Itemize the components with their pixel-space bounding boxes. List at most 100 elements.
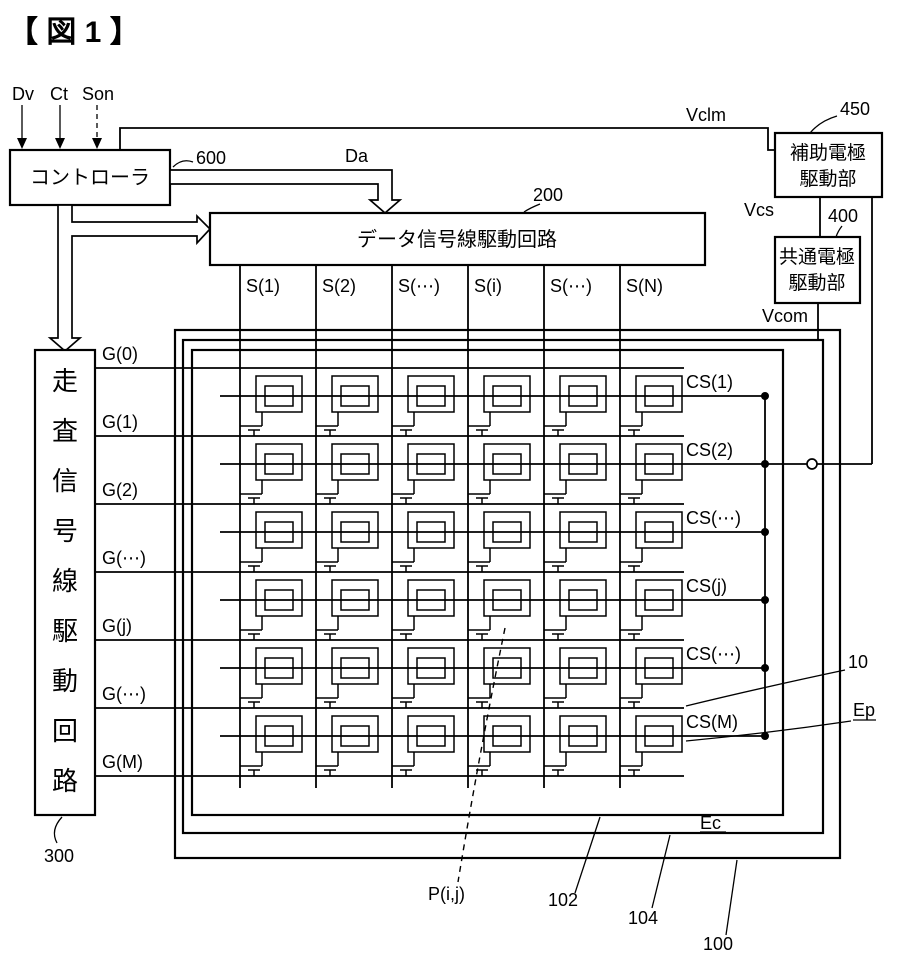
ref-400: 400 [828, 206, 858, 226]
source-line-label: S(2) [322, 276, 356, 296]
common-driver-label-1: 共通電極 [779, 246, 855, 268]
pixel-cell [543, 511, 607, 573]
common-driver-label-2: 駆動部 [788, 272, 845, 294]
pixel-cell [619, 715, 683, 777]
vcom-label: Vcom [762, 306, 808, 326]
source-line-label: S(N) [626, 276, 663, 296]
cs-junction-dot [761, 596, 769, 604]
ref-104-leader [651, 834, 671, 909]
cs-junction-dot [761, 460, 769, 468]
da-label: Da [345, 146, 369, 166]
cs-line-label: CS(1) [686, 372, 733, 392]
pixel-electrode-label: Ep [853, 700, 875, 720]
pixel-cell [315, 443, 379, 505]
gate-line-label: G(2) [102, 480, 138, 500]
pixel-cell [239, 443, 303, 505]
gate-line-label: G(0) [102, 344, 138, 364]
gate-line-label: G(M) [102, 752, 143, 772]
pixel-cell [315, 715, 379, 777]
ref-300-leader [53, 816, 63, 844]
pixel-cell [467, 443, 531, 505]
gate-line-label: G(1) [102, 412, 138, 432]
ref-100: 100 [703, 934, 733, 954]
pixel-cell [315, 511, 379, 573]
cs-line-label: CS(⋯) [686, 508, 741, 528]
pixel-callout-leader [457, 627, 506, 883]
cs-line-label: CS(⋯) [686, 644, 741, 664]
aux-driver-label-2: 駆動部 [799, 168, 856, 190]
panel-outline-102 [190, 348, 785, 817]
pixel-cell [467, 715, 531, 777]
gate-line-label: G(j) [102, 616, 132, 636]
cs-junction-dot [761, 664, 769, 672]
pixel-cell [239, 579, 303, 641]
cs-terminal-circle [806, 458, 818, 470]
ref-10-leader [685, 669, 846, 707]
cs-line-label: CS(M) [686, 712, 738, 732]
pixel-cell [619, 511, 683, 573]
ref-104: 104 [628, 908, 658, 928]
pixel-cell [391, 443, 455, 505]
source-line-label: S(i) [474, 276, 502, 296]
data-driver-label: データ信号線駆動回路 [357, 228, 557, 251]
dv-arrowhead [17, 138, 27, 149]
ep-leader [685, 720, 852, 742]
ref-400-leader [835, 225, 843, 238]
pixel-cell [391, 511, 455, 573]
controller-label: コントローラ [30, 167, 150, 189]
common-electrode-label: Ec [700, 813, 721, 833]
signal-ct-label: Ct [50, 84, 68, 104]
vcs-label: Vcs [744, 200, 774, 220]
pixel-cell [619, 375, 683, 437]
pixel-cell [467, 375, 531, 437]
ref-100-leader [725, 859, 738, 936]
pixel-cell [239, 375, 303, 437]
pixel-callout-label: P(i,j) [428, 884, 465, 904]
scan-driver-label: 走査信号線駆動回路 [52, 366, 78, 796]
ref-300: 300 [44, 846, 74, 866]
da-bus-arrow [169, 169, 403, 215]
source-lines: S(1) S(2) S(⋯) S(i) S(⋯) S(N) [239, 265, 663, 788]
pixel-cell [391, 579, 455, 641]
data-driver-box [208, 211, 707, 267]
gate-line-label: G(⋯) [102, 548, 146, 568]
pixel-cell [239, 647, 303, 709]
panel-outline-100 [173, 328, 842, 860]
controller-box [8, 148, 172, 207]
pixel-cell [467, 647, 531, 709]
pixel-cell [619, 443, 683, 505]
scan-driver-box [33, 348, 97, 817]
panel-outline-104 [181, 338, 825, 835]
ct-arrowhead [55, 138, 65, 149]
cs-line-label: CS(j) [686, 576, 727, 596]
pixel-cell [543, 715, 607, 777]
ref-200: 200 [533, 185, 563, 205]
pixel-cell [543, 579, 607, 641]
cs-junction-dot [761, 732, 769, 740]
cs-line-label: CS(2) [686, 440, 733, 460]
source-line-label: S(1) [246, 276, 280, 296]
ref-450-leader [809, 115, 838, 134]
pixel-cell [619, 579, 683, 641]
pixel-cell [239, 511, 303, 573]
aux-driver-box [773, 131, 884, 199]
vclm-wire [119, 127, 775, 151]
ref-102-leader [574, 816, 601, 894]
son-arrowhead [92, 138, 102, 149]
pixel-cell [543, 443, 607, 505]
vclm-label: Vclm [686, 105, 726, 125]
aux-driver-label-1: 補助電極 [790, 142, 866, 164]
cs-junction-dot [761, 528, 769, 536]
figure-title: 【 図 1 】 [8, 16, 140, 49]
signal-dv-label: Dv [12, 84, 34, 104]
ref-102: 102 [548, 890, 578, 910]
pixel-cell [239, 715, 303, 777]
signal-son-label: Son [82, 84, 114, 104]
pixel-cell [315, 579, 379, 641]
gate-lines: G(0) G(1) G(2) G(⋯) G(j) G(⋯) G(M) [95, 344, 684, 777]
source-line-label: S(⋯) [398, 276, 440, 296]
control-bus-arrow [47, 204, 212, 353]
ref-200-leader [523, 203, 541, 213]
